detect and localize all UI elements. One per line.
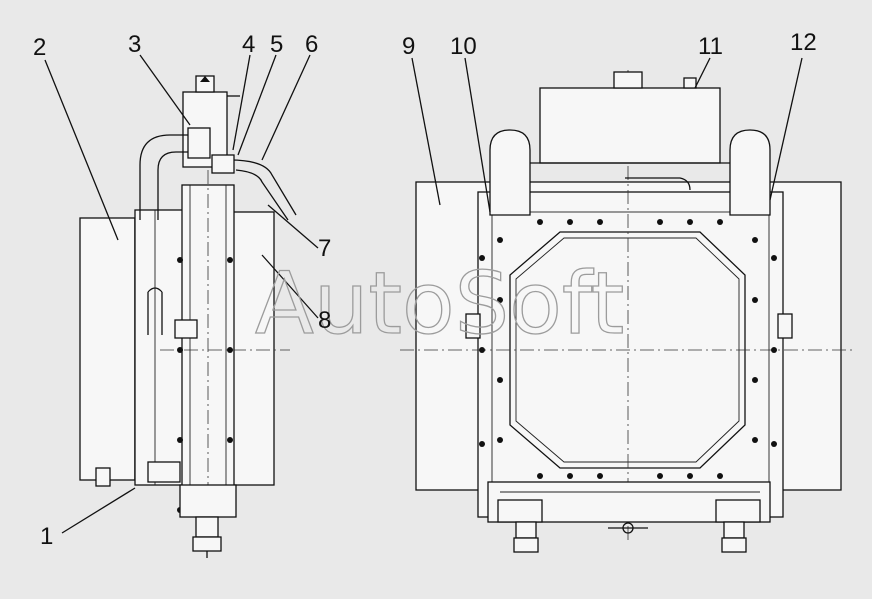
callout-5: 5 <box>270 31 283 58</box>
right-hose-elbow <box>729 129 771 216</box>
callout-3: 3 <box>128 31 141 58</box>
radiator-frame <box>477 191 784 518</box>
callout-4: 4 <box>242 31 255 58</box>
front-view <box>400 70 855 553</box>
radiator-side-body <box>134 209 186 486</box>
fan-shroud <box>79 217 136 481</box>
callout-1: 1 <box>40 523 53 550</box>
left-hose-elbow <box>489 129 531 216</box>
tank-cap <box>613 71 643 89</box>
callout-9: 9 <box>402 33 415 60</box>
callout-6: 6 <box>305 31 318 58</box>
side-view <box>79 75 297 558</box>
watermark-text: AutoSoft <box>255 254 624 354</box>
callout-7: 7 <box>318 235 331 262</box>
core-octagon <box>509 231 746 469</box>
expansion-tank <box>539 87 721 164</box>
callout-12: 12 <box>790 29 817 56</box>
bottom-tank <box>179 484 237 518</box>
callout-labels: 1 2 3 4 5 6 7 8 9 10 11 12 <box>33 29 817 550</box>
callout-10: 10 <box>450 33 477 60</box>
callout-11: 11 <box>698 33 723 60</box>
leader-lines <box>44 54 803 534</box>
frame-bolts <box>479 219 777 479</box>
callout-8: 8 <box>318 307 331 334</box>
callout-2: 2 <box>33 34 46 61</box>
